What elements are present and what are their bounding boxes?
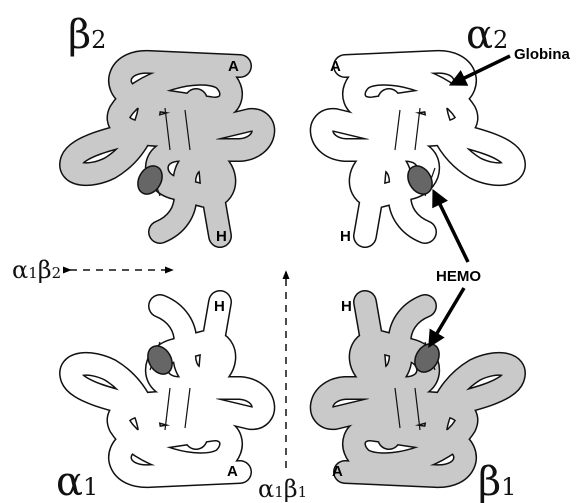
- beta2-helix-h-label: H: [216, 228, 227, 245]
- heme-arrow-upper: [434, 192, 468, 262]
- beta2-subunit: [71, 62, 263, 236]
- alpha1-helix-h-label: H: [214, 298, 225, 315]
- beta1-label: β1: [478, 459, 516, 503]
- beta1-helix-h-label: H: [341, 298, 352, 315]
- beta1-helix-a-label: A: [332, 463, 343, 480]
- beta1-subunit: [322, 302, 514, 476]
- heme-arrow-lower: [430, 288, 464, 345]
- alpha2-subunit: [322, 62, 514, 236]
- heme-callout-label: HEMO: [436, 268, 481, 285]
- a1b1-interface-label: α1β1: [258, 475, 307, 503]
- alpha2-label: α2: [466, 12, 508, 58]
- a1b2-interface-label: α1β2: [12, 256, 61, 284]
- alpha1-subunit: [71, 302, 263, 476]
- beta2-label: β2: [68, 12, 106, 58]
- globin-callout-label: Globina: [514, 46, 570, 63]
- alpha2-helix-h-label: H: [340, 228, 351, 245]
- beta2-helix-a-label: A: [228, 58, 239, 75]
- alpha1-helix-a-label: A: [227, 463, 238, 480]
- alpha2-helix-a-label: A: [330, 58, 341, 75]
- alpha1-label: α1: [56, 459, 98, 503]
